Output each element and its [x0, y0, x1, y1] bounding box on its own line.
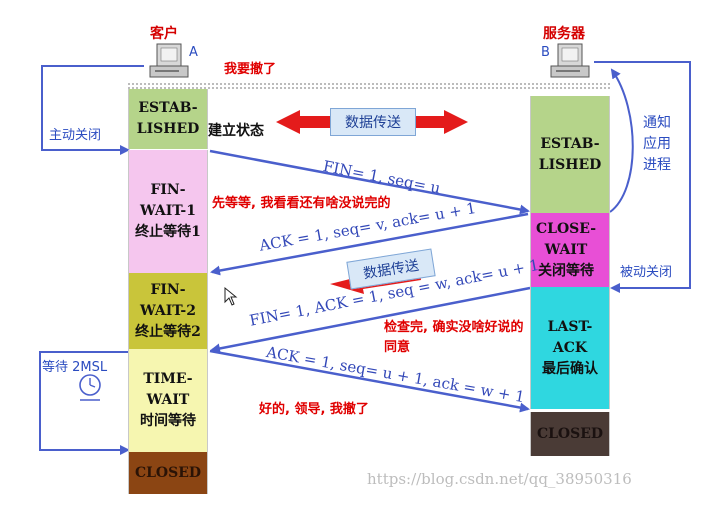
server-title: 服务器: [543, 26, 585, 42]
data-transfer-double-arrow: [276, 110, 468, 134]
note-ok-leave: 好的, 领导, 我撤了: [259, 402, 369, 417]
label-passive-close: 被动关闭: [620, 265, 673, 280]
note-wait-more: 先等等, 我看看还有啥没说完的: [212, 196, 391, 211]
note-client-close: 我要撤了: [224, 62, 277, 77]
client-state-closed: CLOSED: [128, 452, 208, 494]
server-letter: B: [541, 45, 550, 60]
note-check-done-1: 检查完, 确实没啥好说的: [384, 320, 524, 335]
client-title: 客户: [150, 26, 178, 42]
fin1-arrow: [209, 149, 530, 215]
client-state-estab: ESTAB-LISHED: [128, 89, 208, 149]
note-check-done-2: 同意: [384, 340, 411, 355]
wait-2msl-loop: [39, 351, 130, 455]
watermark: https://blog.csdn.net/qq_38950316: [367, 470, 632, 488]
label-notify-2: 应用: [643, 136, 671, 152]
client-computer-icon: [149, 43, 189, 78]
label-wait-2msl: 等待 2MSL: [42, 360, 108, 375]
client-letter: A: [189, 45, 198, 60]
active-close-loop: [41, 65, 144, 155]
mouse-cursor-icon: [224, 286, 238, 306]
notify-application-loop: [609, 68, 634, 213]
label-notify-1: 通知: [643, 115, 671, 131]
ack1-arrow: [210, 212, 529, 276]
label-active-close: 主动关闭: [49, 128, 102, 143]
ack2-arrow: [209, 349, 530, 413]
server-state-estab: ESTAB-LISHED: [530, 96, 610, 213]
client-estab-suffix: 建立状态: [208, 123, 264, 139]
fin2-arrow: [210, 286, 531, 354]
server-state-closed: CLOSED: [530, 412, 610, 456]
clock-icon: [79, 374, 101, 401]
passive-close-loop: [594, 61, 691, 293]
label-notify-3: 进程: [643, 157, 671, 173]
server-computer-icon: [550, 43, 590, 78]
data-transfer-label-top: 数据传送: [330, 108, 416, 136]
